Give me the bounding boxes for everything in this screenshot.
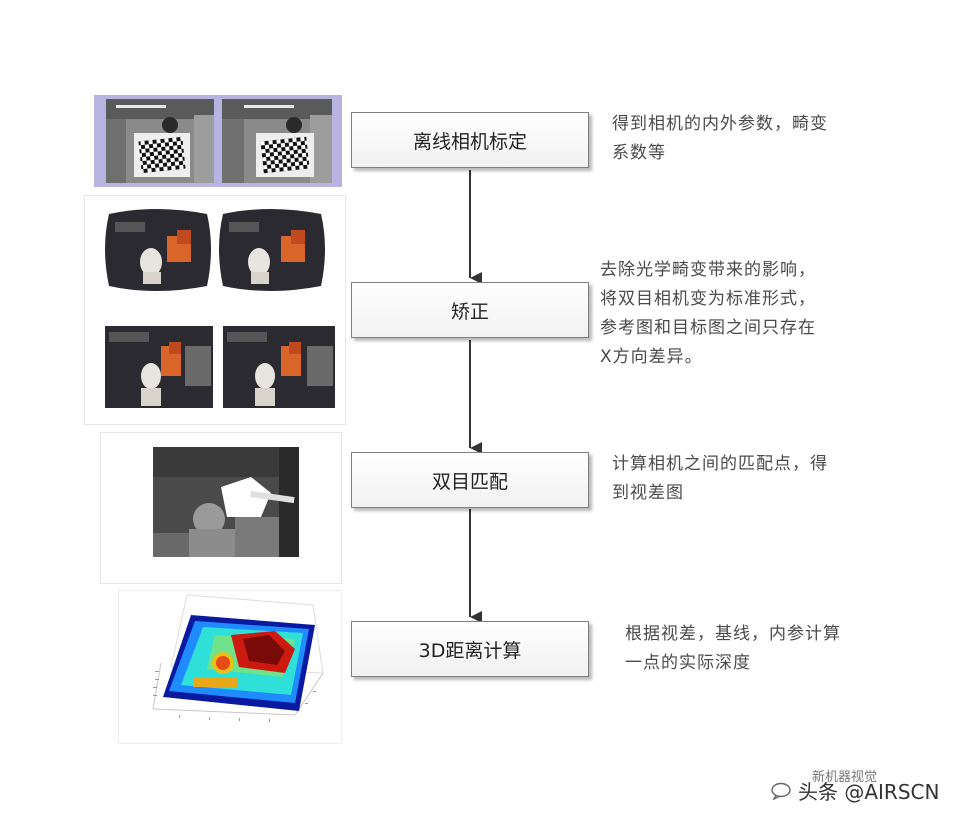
- rectified-photo-left: [105, 326, 213, 408]
- calib-photo-left: [106, 99, 214, 183]
- desc-matching: 计算相机之间的匹配点，得 到视差图: [612, 454, 828, 503]
- desc-distance: 根据视差，基线，内参计算 一点的实际深度: [625, 624, 841, 673]
- desc-rectification: 去除光学畸变带来的影响， 将双目相机变为标准形式， 参考图和目标图之间只存在 X…: [600, 260, 816, 367]
- step-label: 离线相机标定: [412, 130, 527, 153]
- calibration-image-panel: [94, 95, 342, 187]
- disparity-map: [153, 447, 299, 557]
- step-label: 双目匹配: [431, 470, 508, 493]
- watermark-text: 头条 @AIRSCN: [798, 780, 940, 804]
- step-offline-calibration: 离线相机标定: [351, 112, 589, 168]
- step-label: 矫正: [450, 300, 489, 323]
- step-label: 3D距离计算: [418, 639, 522, 662]
- chat-bubble-icon: [771, 782, 791, 800]
- step-3d-distance: 3D距离计算: [351, 621, 589, 677]
- step-rectification: 矫正: [351, 282, 589, 338]
- depth-plot-panel: [118, 590, 342, 744]
- calibration-photos: [106, 99, 332, 183]
- watermark-subtitle: 新机器视觉: [812, 770, 878, 785]
- rectification-photos: [105, 209, 335, 408]
- watermark: 头条 @AIRSCN: [770, 776, 939, 805]
- rectified-photo-right: [223, 326, 335, 408]
- calib-photo-right: [222, 99, 332, 183]
- distorted-photo-right: [219, 209, 325, 291]
- depth-surface-plot: [152, 594, 324, 722]
- disparity-image-panel: [100, 432, 342, 584]
- rectification-image-panel: [84, 195, 346, 425]
- desc-calibration: 得到相机的内外参数，畸变 系数等: [612, 114, 828, 163]
- step-stereo-matching: 双目匹配: [351, 452, 589, 508]
- distorted-photo-left: [105, 209, 211, 291]
